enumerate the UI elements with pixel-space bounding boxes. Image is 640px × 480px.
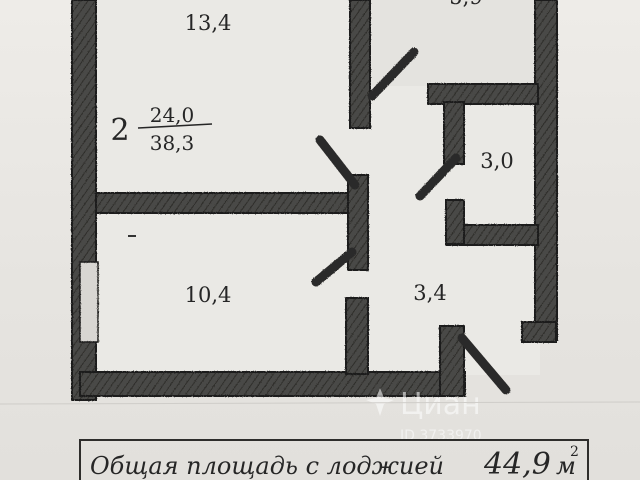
total-area: 38,3: [150, 131, 195, 155]
window-left: [79, 261, 99, 343]
wall-bath-top: [427, 83, 539, 105]
wall-partition-middle: [347, 174, 369, 271]
door-top-left: [315, 135, 360, 190]
fraction-line: [137, 123, 213, 129]
caption-text: Общая площадь с лоджией: [90, 452, 444, 480]
caption-box: [79, 439, 589, 480]
door-top-right: [367, 47, 419, 101]
caption-unit: м: [556, 452, 576, 480]
room-bath-area: 3,0: [480, 149, 513, 173]
watermark-brand: Циан: [400, 387, 481, 422]
wall-bath-bottom-stub: [445, 199, 465, 245]
caption-unit-power: 2: [570, 444, 579, 460]
walls: [71, 0, 558, 401]
rooms-count: 2: [110, 113, 129, 148]
paper-crease: [0, 401, 640, 405]
wall-hall-right-corner: [521, 321, 557, 343]
room-top-right-floor: [360, 0, 538, 86]
door-bottom-left: [311, 247, 357, 287]
door-bath: [415, 153, 461, 201]
wall-partition-lower: [345, 297, 369, 375]
room-top-left-area: 13,4: [185, 11, 232, 35]
room-bottom-left-area: 10,4: [185, 283, 232, 307]
wall-bottom-outer: [79, 371, 466, 397]
door-entrance: [457, 333, 511, 395]
wall-partition-upper: [349, 0, 371, 129]
watermark-id: ID 3733970: [400, 428, 482, 444]
footer-caption: Общая площадь с лоджией 44,9 м 2: [0, 401, 640, 480]
wall-right-outer: [534, 0, 558, 341]
room-top-right-area: 5,9: [449, 0, 482, 9]
living-area: 24,0: [150, 103, 195, 127]
caption-total: 44,9: [483, 447, 551, 480]
watermark-logo-icon: [366, 388, 394, 416]
room-hall-area: 3,4: [413, 281, 446, 305]
door-swings: [311, 47, 511, 395]
wall-mid-horizontal: [95, 192, 359, 214]
